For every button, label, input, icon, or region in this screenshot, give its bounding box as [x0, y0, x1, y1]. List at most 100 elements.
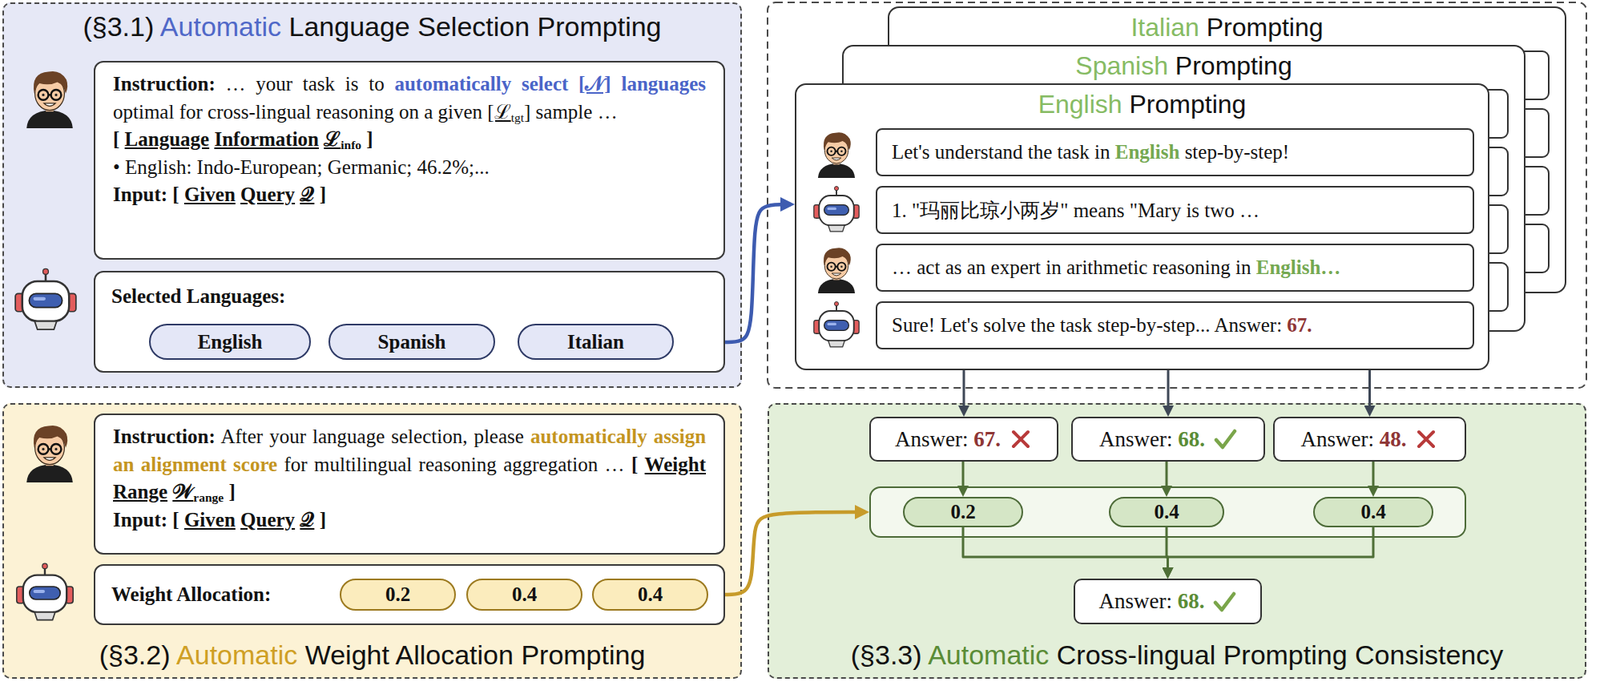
subscript: info: [340, 137, 362, 152]
arrow-connector: [1166, 527, 1169, 575]
text-run: as: [945, 256, 963, 279]
text-run: Instruction:: [112, 425, 216, 448]
text-run: (§3.1): [82, 11, 154, 42]
text-run: ]: [319, 508, 327, 531]
text-run: step-by-step!: [1184, 141, 1290, 163]
text-run: 48.: [1379, 427, 1407, 452]
text-run: Automatic: [927, 639, 1049, 670]
text-run: optimal: [112, 100, 174, 123]
text-run: selection,: [390, 425, 468, 448]
text-run: Instruction:: [112, 72, 216, 95]
text-run: Automatic: [176, 639, 298, 670]
dashed-panel: [767, 2, 1587, 388]
text-run: Answer:: [1301, 427, 1375, 452]
visor-shine: [33, 589, 45, 593]
robot-icon: [810, 184, 863, 236]
text-run: Selection: [417, 11, 530, 42]
output-box: Selected Languages:EnglishSpanishItalian: [93, 270, 726, 373]
text-run: Let's: [939, 314, 979, 336]
cross-mark: [1414, 427, 1439, 452]
answer-box: Answer: 67.: [869, 416, 1059, 462]
text-run: expert: [991, 256, 1041, 279]
message-box: 1. "玛丽比琼小两岁" means "Mary is two …: [875, 185, 1475, 234]
text-run: Given: [184, 183, 236, 206]
node-text: 0.4: [511, 583, 537, 606]
text-run: your: [255, 72, 293, 95]
node-text: 0.2: [385, 583, 411, 606]
text-run: 68.: [1177, 427, 1206, 452]
text-run: Language: [289, 11, 411, 42]
text-run: an: [967, 256, 987, 279]
text-run: Answer:: [894, 427, 968, 452]
eye: [54, 447, 57, 451]
cross-stroke: [1013, 431, 1028, 447]
robot-base: [828, 225, 845, 232]
shirt: [26, 464, 73, 483]
node-text: Weight Allocation:: [111, 583, 271, 606]
text-run: (§3.2): [99, 639, 171, 670]
visor-shine: [826, 207, 837, 210]
person-icon: [810, 126, 863, 178]
glasses: [48, 93, 51, 96]
text-run: Answer:: [1099, 427, 1173, 452]
text-run: task: [1057, 141, 1090, 163]
text-run: [: [172, 508, 179, 531]
hair: [33, 425, 68, 448]
check-mark: [1213, 427, 1238, 452]
hair: [33, 71, 68, 94]
arrow-connector: [1368, 370, 1371, 413]
section-title: Spanish Prompting: [1075, 49, 1292, 82]
text-run: ]: [366, 128, 373, 150]
text-run: a: [423, 100, 433, 123]
pill-label: English: [149, 323, 311, 360]
robot-visor: [29, 586, 61, 600]
text-run: your: [269, 425, 307, 448]
pill-label: 0.4: [466, 578, 583, 611]
node-text: 0.4: [637, 583, 663, 606]
hair: [823, 132, 851, 150]
antenna-tip: [834, 186, 839, 191]
check-stroke: [1215, 593, 1234, 610]
text-run: automatically: [394, 72, 512, 95]
antenna-tip: [42, 563, 48, 569]
pill-label: 0.2: [339, 578, 456, 611]
text-run: (§3.3): [850, 639, 923, 670]
pill-label: 0.4: [592, 578, 709, 611]
robot-icon: [810, 299, 863, 351]
arrow-connector: [1167, 370, 1170, 413]
arrow-connector: [963, 527, 1169, 575]
mouth: [831, 273, 842, 276]
glasses: [38, 443, 49, 455]
eye: [830, 149, 833, 153]
subscript: tgt: [511, 109, 524, 124]
text-run: Given: [184, 508, 236, 531]
glasses: [837, 262, 846, 271]
text-run: languages: [620, 72, 706, 95]
text-run: Input:: [112, 508, 168, 531]
text-run: …: [604, 453, 625, 476]
robot-base: [34, 612, 56, 621]
text-run: 𝒬: [299, 508, 315, 531]
text-run: Prompting: [1175, 51, 1293, 81]
text-run: reasoning: [1152, 256, 1231, 279]
text-run: Cross-lingual: [1056, 639, 1216, 670]
text-run: Weight: [644, 453, 706, 476]
robot-head: [23, 575, 67, 613]
text-run: After: [220, 425, 263, 448]
text-run: understand: [935, 141, 1024, 163]
glasses: [835, 150, 839, 153]
arrow-connector: [963, 370, 966, 413]
text-run: the: [1030, 314, 1056, 336]
text-run: Answer:: [1213, 314, 1282, 336]
eye: [840, 149, 843, 153]
text-run: Query: [240, 508, 295, 531]
arrow-connector: [1168, 527, 1375, 575]
node-text: Answer: 48.: [1301, 427, 1407, 452]
glasses: [38, 89, 49, 101]
pill-label: 0.4: [1313, 496, 1434, 528]
text-run: Italian: [1130, 12, 1199, 42]
text-run: in: [1235, 256, 1251, 279]
robot-base: [828, 340, 845, 347]
node-text: … act as an expert in arithmetic reasoni…: [891, 256, 1341, 279]
